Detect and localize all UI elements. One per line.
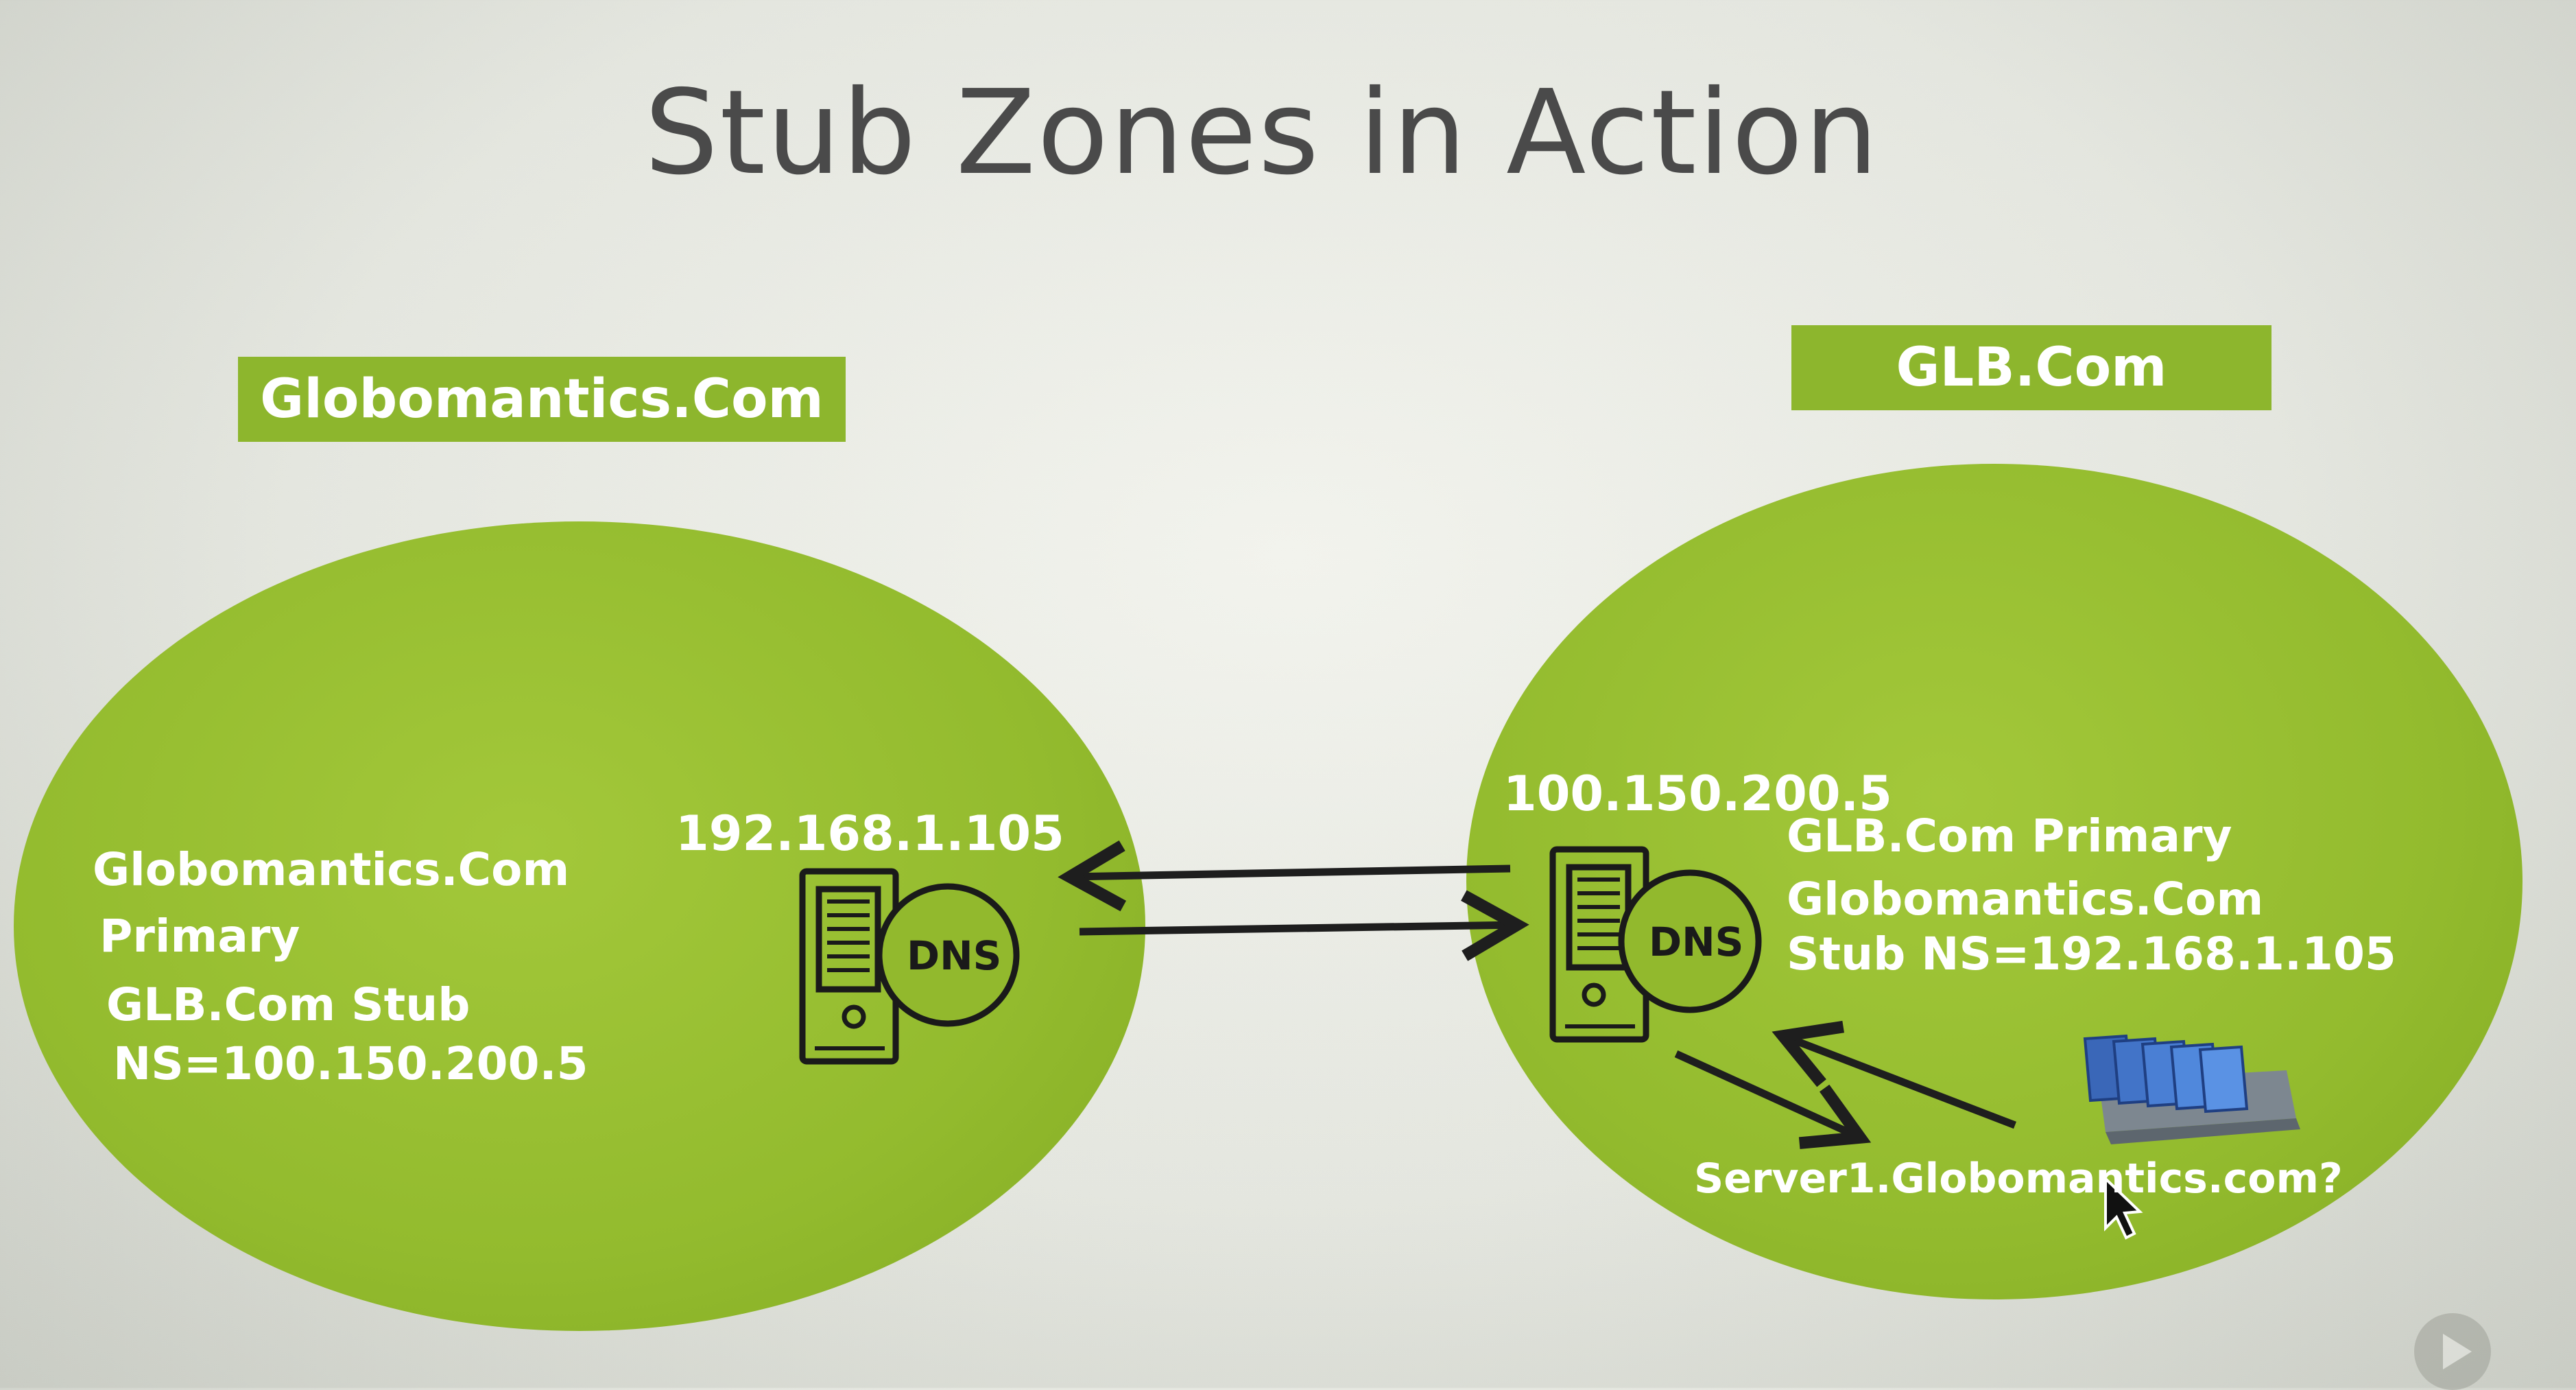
right-zone-line2: Globomantics.Com	[1787, 873, 2264, 926]
right-zone-area	[1466, 464, 2523, 1299]
dns-label-right: DNS	[1649, 919, 1744, 965]
slide-title: Stub Zones in Action	[644, 65, 1880, 201]
laptop-stack-icon	[2083, 1034, 2300, 1144]
right-zone-line1: GLB.Com Primary	[1787, 810, 2232, 862]
dns-badge-right	[1618, 869, 1762, 1013]
left-zone-label-text: Globomantics.Com	[260, 368, 824, 430]
arrow-dns-to-client	[1674, 1050, 1872, 1149]
play-button-icon[interactable]	[2414, 1313, 2491, 1390]
left-zone-stub-line2: NS=100.150.200.5	[113, 1037, 588, 1090]
mouse-cursor-icon	[2104, 1175, 2143, 1240]
dns-badge-left	[876, 883, 1020, 1027]
right-zone-label-text: GLB.Com	[1896, 337, 2167, 399]
left-zone-label: Globomantics.Com	[238, 357, 846, 442]
arrow-left-to-right	[1079, 890, 1529, 961]
left-zone-primary-line1: Globomantics.Com	[93, 843, 570, 896]
right-zone-line3: Stub NS=192.168.1.105	[1787, 928, 2396, 980]
right-zone-label: GLB.Com	[1791, 325, 2271, 410]
right-zone-query: Server1.Globomantics.com?	[1694, 1155, 2343, 1203]
left-zone-primary-line2: Primary	[99, 910, 300, 963]
left-zone-ip: 192.168.1.105	[676, 805, 1064, 862]
left-zone-stub-line1: GLB.Com Stub	[106, 978, 470, 1031]
right-zone-ip: 100.150.200.5	[1503, 766, 1892, 822]
arrow-right-to-left	[1058, 840, 1511, 912]
dns-label-left: DNS	[907, 932, 1002, 979]
arrow-client-to-dns	[1772, 1020, 2016, 1129]
